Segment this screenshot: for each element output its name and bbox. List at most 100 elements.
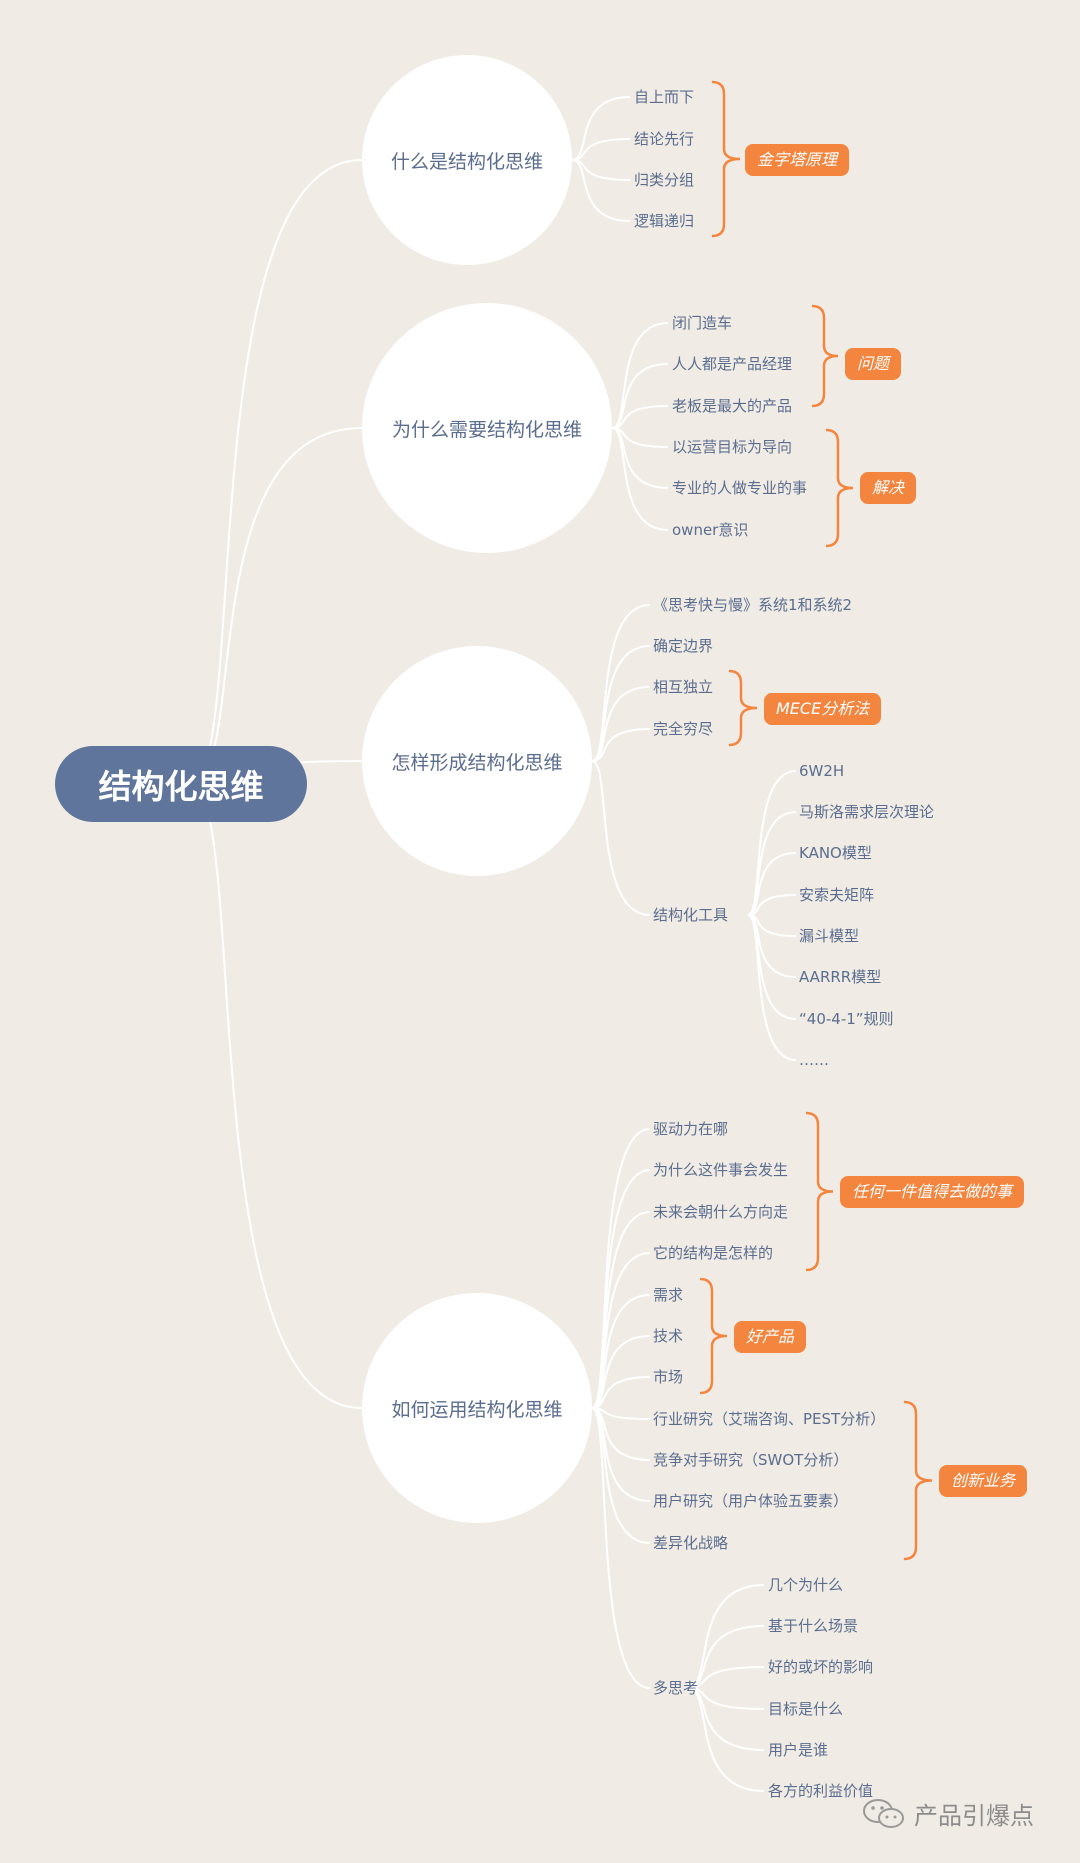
think-item: 基于什么场景 bbox=[768, 1617, 859, 1635]
leaf-link bbox=[591, 1376, 651, 1409]
leaf-item: 完全穷尽 bbox=[653, 720, 714, 738]
leaf-item: 差异化战略 bbox=[653, 1534, 729, 1552]
leaf-item: 闭门造车 bbox=[672, 314, 733, 332]
think-link bbox=[687, 1666, 765, 1689]
bracket-worth-doing bbox=[805, 1111, 834, 1272]
think-item: 用户是谁 bbox=[768, 1741, 829, 1759]
leaf-link bbox=[591, 604, 651, 762]
leaf-link bbox=[571, 159, 631, 222]
bracket-mece bbox=[728, 669, 758, 747]
leaf-item: 相互独立 bbox=[653, 678, 714, 696]
leaf-item: 以运营目标为导向 bbox=[672, 438, 793, 456]
leaf-link bbox=[591, 1407, 651, 1544]
leaf-item: 专业的人做专业的事 bbox=[672, 479, 808, 497]
leaf-link bbox=[591, 1294, 651, 1409]
tool-link bbox=[747, 894, 797, 916]
think-link bbox=[687, 1687, 765, 1710]
tool-item: …… bbox=[799, 1051, 829, 1069]
tool-item: 6W2H bbox=[799, 762, 845, 780]
leaf-link bbox=[591, 728, 651, 762]
leaf-link bbox=[611, 363, 669, 429]
leaf-link bbox=[591, 1252, 651, 1409]
leaf-item: owner意识 bbox=[672, 521, 749, 539]
tool-item: AARRR模型 bbox=[799, 968, 882, 986]
leaf-item: 需求 bbox=[653, 1286, 684, 1304]
branch-title: 如何运用结构化思维 bbox=[391, 1398, 563, 1421]
leaf-link bbox=[591, 1407, 651, 1420]
tool-link bbox=[747, 811, 797, 916]
tool-link bbox=[747, 770, 797, 916]
bracket-good-product bbox=[699, 1277, 728, 1395]
leaf-link bbox=[571, 96, 631, 161]
leaf-item: 逻辑递归 bbox=[634, 212, 695, 230]
leaf-item-think: 多思考 bbox=[653, 1679, 699, 1697]
leaf-item: 行业研究（艾瑞咨询、PEST分析） bbox=[653, 1410, 886, 1428]
leaf-item-tools: 结构化工具 bbox=[653, 906, 729, 924]
tool-link bbox=[747, 852, 797, 916]
leaf-link bbox=[591, 1128, 651, 1409]
branch-how-apply[interactable]: 如何运用结构化思维 bbox=[362, 1293, 592, 1523]
leaf-item: 技术 bbox=[653, 1327, 684, 1345]
watermark: 产品引爆点 bbox=[862, 1796, 1034, 1831]
watermark-text: 产品引爆点 bbox=[914, 1802, 1034, 1830]
leaf-item: 人人都是产品经理 bbox=[672, 355, 793, 373]
tool-link bbox=[747, 914, 797, 1061]
leaf-link bbox=[591, 1335, 651, 1409]
branch-title: 怎样形成结构化思维 bbox=[391, 751, 563, 774]
leaf-link bbox=[571, 138, 631, 161]
tag-solution: 解决 bbox=[860, 472, 917, 504]
leaf-item: 用户研究（用户体验五要素） bbox=[653, 1492, 849, 1510]
leaf-item: 它的结构是怎样的 bbox=[653, 1244, 774, 1262]
branch-what[interactable]: 什么是结构化思维 bbox=[362, 55, 572, 265]
bracket-problem bbox=[811, 304, 839, 408]
tool-item: 漏斗模型 bbox=[799, 927, 860, 945]
leaf-item: 归类分组 bbox=[634, 171, 695, 189]
tag-innovation: 创新业务 bbox=[939, 1465, 1028, 1497]
tag-pyramid: 金字塔原理 bbox=[745, 144, 850, 176]
leaf-item: 未来会朝什么方向走 bbox=[653, 1203, 789, 1221]
branch-why[interactable]: 为什么需要结构化思维 bbox=[362, 303, 612, 553]
think-item: 几个为什么 bbox=[768, 1576, 844, 1594]
think-link bbox=[687, 1687, 765, 1792]
root-link bbox=[189, 159, 363, 785]
bracket-innovation bbox=[903, 1400, 933, 1561]
tool-item: 马斯洛需求层次理论 bbox=[799, 803, 935, 821]
leaf-item: 为什么这件事会发生 bbox=[653, 1161, 789, 1179]
branch-title: 什么是结构化思维 bbox=[390, 150, 543, 173]
think-link bbox=[687, 1687, 765, 1751]
think-item: 目标是什么 bbox=[768, 1700, 844, 1718]
leaf-link bbox=[591, 645, 651, 762]
leaf-item: 《思考快与慢》系统1和系统2 bbox=[653, 596, 853, 614]
branch-title: 为什么需要结构化思维 bbox=[391, 418, 582, 441]
leaf-link bbox=[591, 1407, 651, 1689]
leaf-item: 市场 bbox=[653, 1368, 684, 1386]
think-link bbox=[687, 1584, 765, 1689]
think-item: 各方的利益价值 bbox=[768, 1782, 874, 1800]
tag-problem: 问题 bbox=[845, 348, 902, 380]
think-link bbox=[687, 1625, 765, 1689]
root-link bbox=[189, 427, 363, 785]
branch-how-form[interactable]: 怎样形成结构化思维 bbox=[362, 646, 592, 876]
leaf-item: 结论先行 bbox=[634, 130, 695, 148]
leaf-item: 确定边界 bbox=[653, 637, 714, 655]
leaf-item: 自上而下 bbox=[634, 88, 695, 106]
root-node[interactable]: 结构化思维 bbox=[55, 746, 307, 822]
tool-item: KANO模型 bbox=[799, 844, 872, 862]
leaf-link bbox=[611, 405, 669, 429]
bracket-pyramid bbox=[711, 80, 741, 238]
leaf-item: 驱动力在哪 bbox=[653, 1120, 729, 1138]
think-item: 好的或坏的影响 bbox=[768, 1658, 874, 1676]
leaf-link bbox=[611, 427, 669, 531]
leaf-link bbox=[611, 322, 669, 429]
leaf-link bbox=[591, 760, 651, 916]
tag-mece: MECE分析法 bbox=[764, 693, 882, 725]
leaf-link bbox=[591, 686, 651, 762]
tag-good-product: 好产品 bbox=[734, 1321, 807, 1353]
tool-item: “40-4-1”规则 bbox=[799, 1010, 894, 1028]
tag-worth-doing: 任何一件值得去做的事 bbox=[840, 1176, 1025, 1208]
bracket-solution bbox=[825, 428, 854, 548]
leaf-link bbox=[591, 1169, 651, 1409]
root-link bbox=[189, 783, 363, 1409]
tool-item: 安索夫矩阵 bbox=[799, 886, 875, 904]
